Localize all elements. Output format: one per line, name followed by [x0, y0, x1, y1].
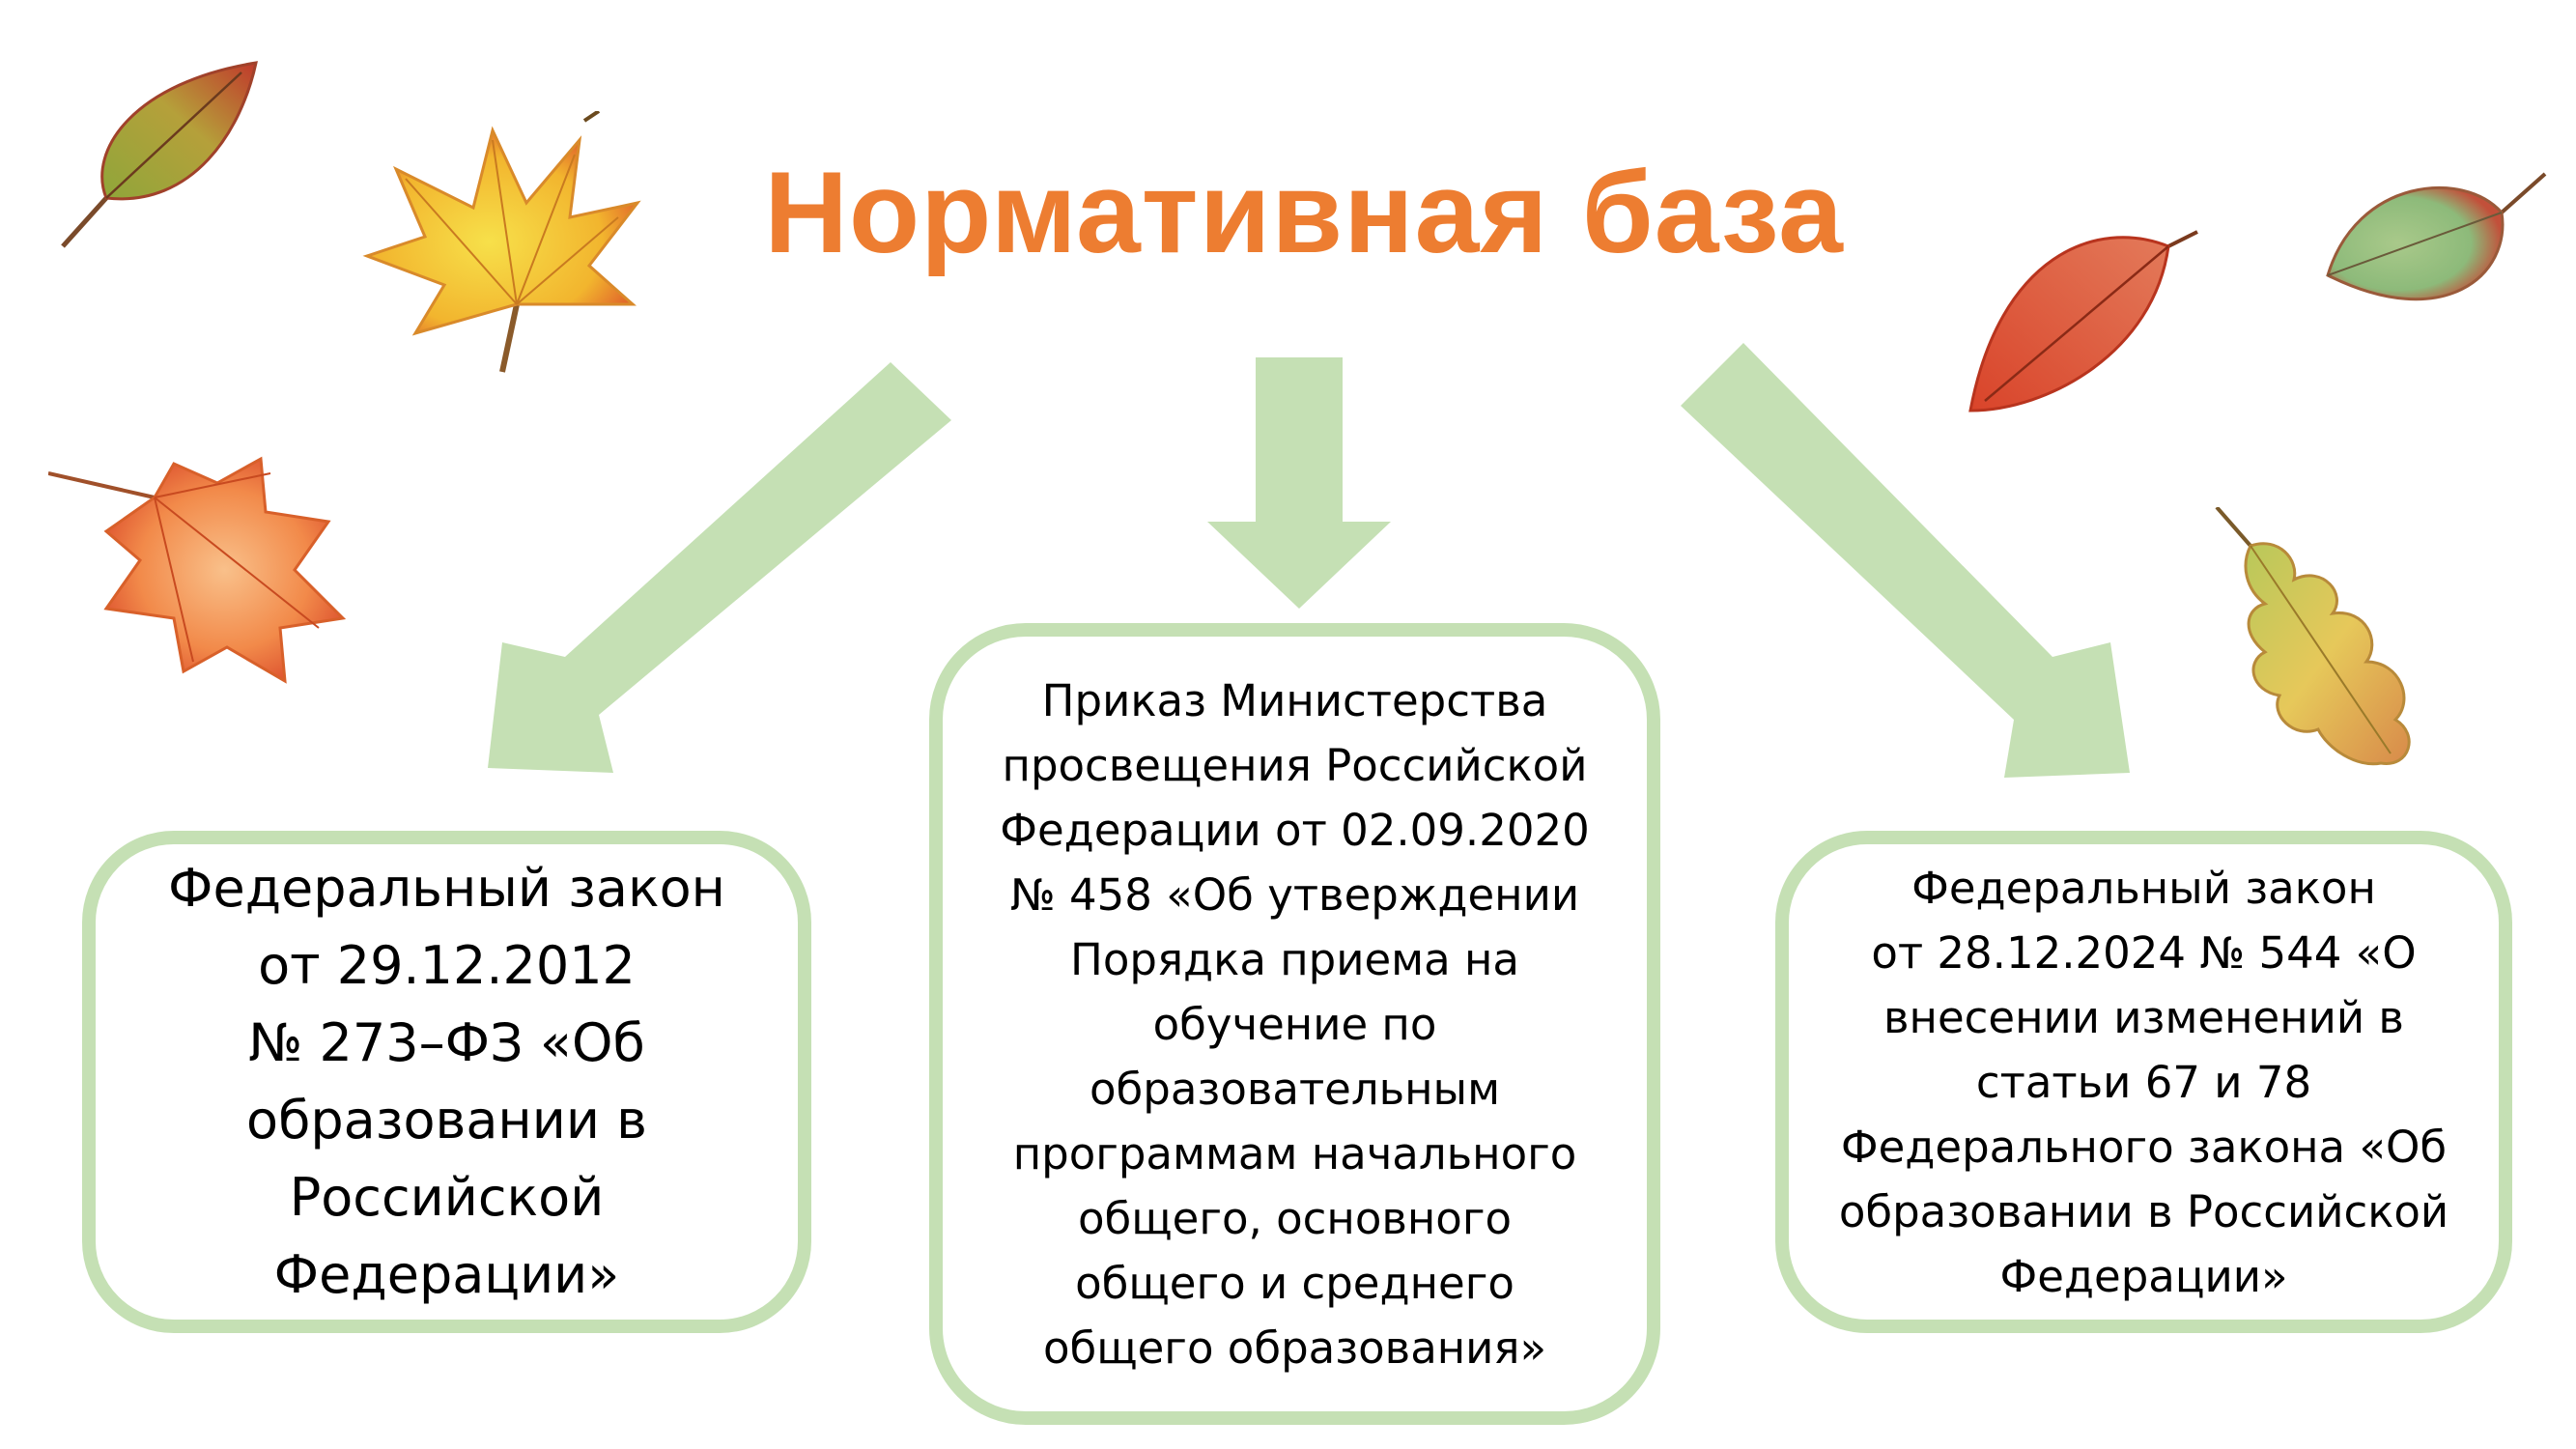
- autumn-leaf-green-red-icon: [61, 61, 258, 248]
- box-middle-text: Приказ Министерства просвещения Российск…: [1000, 674, 1590, 1374]
- green-leaf-icon: [2326, 172, 2547, 301]
- box-right-text: Федеральный закон от 28.12.2024 № 544 «О…: [1838, 862, 2449, 1302]
- box-left-text: Федеральный закон от 29.12.2012 № 273–ФЗ…: [168, 858, 725, 1305]
- red-leaf-icon: [1968, 230, 2198, 412]
- page-title: Нормативная база: [764, 148, 1844, 277]
- oak-leaf-yellow-icon: [2215, 507, 2411, 766]
- maple-leaf-orange-icon: [48, 456, 347, 684]
- arrow-left: [488, 362, 951, 773]
- box-order-458: Приказ Министерства просвещения Российск…: [929, 623, 1660, 1425]
- box-federal-law-273: Федеральный закон от 29.12.2012 № 273–ФЗ…: [82, 831, 811, 1333]
- maple-leaf-yellow-icon: [362, 111, 641, 373]
- arrow-middle: [1207, 357, 1391, 609]
- box-federal-law-544: Федеральный закон от 28.12.2024 № 544 «О…: [1775, 831, 2512, 1333]
- arrow-right: [1681, 343, 2130, 778]
